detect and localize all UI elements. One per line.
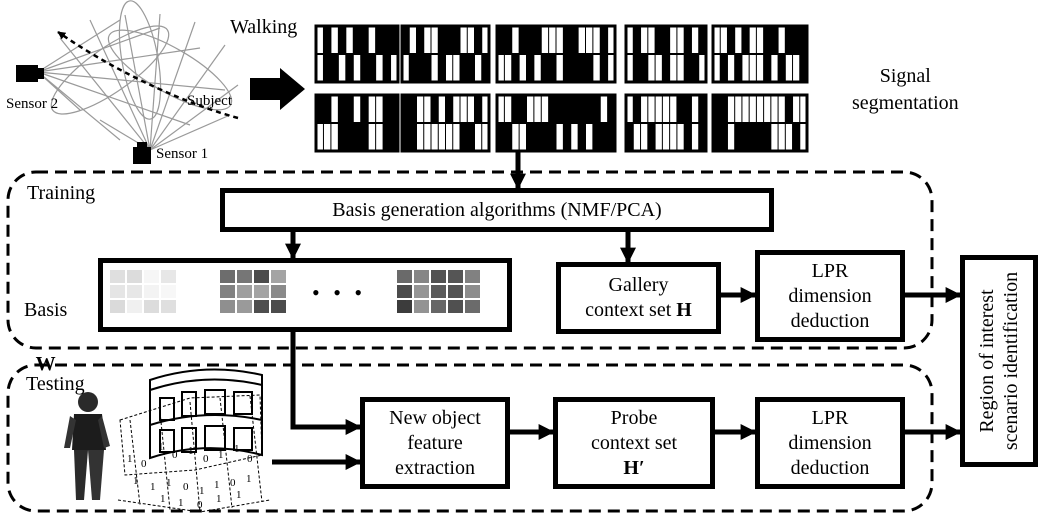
signal-segment-1	[314, 24, 400, 84]
gallery-line-1: Gallery	[608, 274, 669, 296]
basis-symbol: W	[35, 353, 56, 375]
testing-region	[6, 363, 934, 513]
binary-digit: 1	[214, 479, 220, 491]
binary-digit: 0	[203, 453, 209, 465]
new-object-box: New object feature extraction	[360, 397, 510, 489]
3d-feature-frame	[117, 368, 271, 513]
binary-digit: 1	[166, 477, 172, 489]
gallery-context-text: Gallery context set H	[585, 273, 692, 323]
binary-digit: 0	[183, 481, 189, 493]
binary-digit: 0	[230, 477, 236, 489]
subject-path	[57, 30, 239, 120]
probe-line-1: Probe	[610, 406, 658, 429]
binary-digit: 0	[197, 499, 203, 511]
basis-matrix-box	[98, 258, 512, 332]
sensor-signal-rays	[37, 0, 239, 151]
binary-digit: 1	[158, 441, 164, 453]
subject-label: Subject	[187, 93, 232, 109]
basis-label: Basis W	[24, 270, 67, 378]
probe-symbol: H′	[623, 456, 645, 479]
binary-digit: 1	[234, 443, 240, 455]
basis-word: Basis	[24, 299, 68, 321]
signal-segmentation-label: Signal segmentation	[852, 65, 959, 114]
probe-line-2: context set	[590, 431, 678, 454]
walking-arrow	[250, 68, 305, 110]
signal-segment-9	[624, 93, 708, 153]
gallery-line-2: context set	[585, 299, 677, 321]
sensor-1-lens	[137, 142, 147, 148]
sensor-2-lens	[38, 68, 44, 79]
sensor-1-box	[133, 147, 151, 164]
binary-digit: 1	[133, 475, 139, 487]
binary-digit: 1	[246, 473, 252, 485]
binary-digit: 1	[127, 453, 133, 465]
walking-label: Walking	[230, 16, 298, 38]
binary-digit: 1	[160, 493, 166, 505]
region-of-interest-text: Region of interest scenario identificati…	[976, 271, 1023, 451]
signal-segment-2	[400, 24, 491, 84]
signal-segment-7	[400, 93, 491, 153]
connector-arrows	[272, 152, 962, 471]
binary-digit: 1	[236, 489, 242, 501]
gallery-symbol: H	[676, 299, 692, 321]
new-object-text: New object feature extraction	[389, 406, 481, 479]
basis-generation-text: Basis generation algorithms (NMF/PCA)	[332, 198, 662, 221]
basis-matrix-3	[397, 270, 480, 313]
basis-matrix-1	[110, 270, 176, 313]
lpr-training-box: LPR dimension deduction	[755, 250, 905, 342]
signal-segment-10	[711, 93, 809, 153]
lpr-testing-text: LPR dimension deduction	[788, 406, 872, 479]
signal-segment-8	[495, 93, 617, 153]
basis-matrix-2	[220, 270, 286, 313]
basis-generation-box: Basis generation algorithms (NMF/PCA)	[220, 188, 774, 232]
testing-label: Testing	[26, 373, 85, 395]
signal-segment-6	[314, 93, 400, 153]
binary-digit: 0	[141, 458, 147, 470]
binary-digit: 1	[188, 445, 194, 457]
signal-segments	[314, 24, 809, 153]
binary-digit: 1	[216, 493, 222, 505]
region-of-interest-box: Region of interest scenario identificati…	[960, 255, 1038, 467]
sensor-2-label: Sensor 2	[6, 96, 59, 112]
sensor-scene	[16, 0, 239, 164]
binary-digit: 1	[199, 485, 205, 497]
lpr-training-text: LPR dimension deduction	[788, 259, 872, 332]
binary-digit: 1	[150, 481, 156, 493]
binary-digit: 0	[172, 449, 178, 461]
signal-segment-5	[711, 24, 809, 84]
basis-ellipsis: • • •	[312, 280, 367, 305]
binary-digit: 1	[178, 497, 184, 509]
walking-person-figure	[64, 392, 110, 500]
binary-digit: 1	[218, 449, 224, 461]
signal-segment-3	[495, 24, 617, 84]
lpr-testing-box: LPR dimension deduction	[755, 397, 905, 489]
training-region	[6, 170, 934, 350]
signal-segment-4	[624, 24, 708, 84]
sensor-2-box	[16, 65, 38, 82]
binary-digit: 0	[247, 453, 253, 465]
training-label: Training	[27, 182, 96, 204]
sensor-1-label: Sensor 1	[156, 146, 209, 162]
basis-matrices	[110, 270, 480, 313]
gallery-context-box: Gallery context set H	[556, 262, 721, 334]
arrow-basis-to-new-object	[290, 330, 362, 436]
